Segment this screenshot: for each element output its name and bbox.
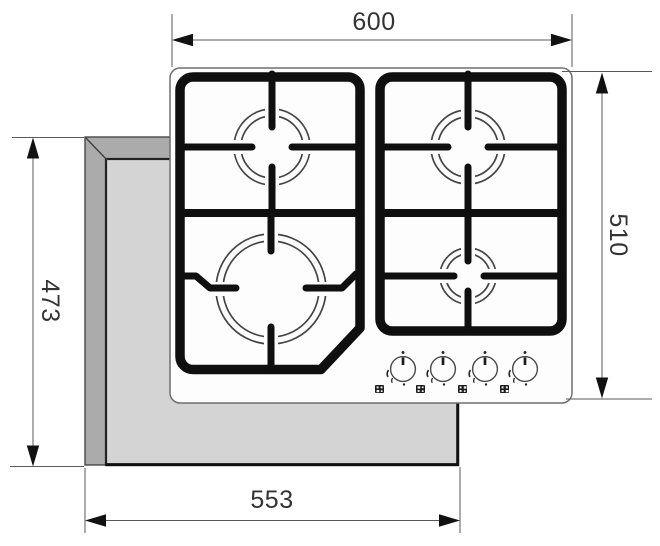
control-knob-1 [375, 351, 417, 393]
knob-flame-mark [391, 377, 394, 384]
arrowhead-up-icon [26, 137, 40, 159]
knob-min-dot [402, 383, 406, 386]
dimension-label-bottom: 553 [250, 486, 293, 514]
dimension-top: 600 [171, 8, 573, 67]
knob-min-dot [484, 383, 488, 386]
arrowhead-down-icon [595, 377, 609, 399]
grate-frame [175, 72, 365, 375]
left-pan-support [175, 70, 365, 375]
knob-off-dot [401, 351, 405, 354]
arrowhead-right-icon [439, 514, 460, 527]
dimension-label-left: 473 [36, 279, 64, 322]
control-knob-4 [500, 351, 539, 393]
dimension-right: 510 [562, 71, 652, 400]
knob-min-dot [442, 383, 446, 386]
control-panel [375, 351, 539, 393]
knob-flame-mark [513, 377, 516, 384]
burner-indicator-icon [500, 385, 509, 393]
knob-off-dot [523, 351, 527, 354]
arrowhead-left-icon [85, 514, 106, 527]
burner-indicator-icon [375, 385, 384, 393]
control-knob-3 [458, 351, 499, 393]
knob-off-dot [483, 351, 487, 354]
grate-frame [375, 72, 567, 336]
knob-flame-mark [426, 369, 430, 378]
hob-panel [169, 67, 573, 404]
knob-flame-mark [431, 377, 434, 384]
knob-flame-mark [508, 369, 512, 378]
knob-min-dot [524, 383, 528, 386]
arrowhead-right-icon [551, 33, 572, 47]
knob-flame-mark [386, 369, 390, 378]
control-knob-2 [416, 351, 457, 393]
knob-flame-mark [468, 369, 472, 378]
right-pan-support [375, 70, 567, 336]
knob-flame-mark [473, 377, 476, 384]
dimension-left: 473 [10, 137, 84, 467]
burner-indicator-icon [458, 385, 467, 393]
dimension-bottom: 553 [84, 467, 461, 533]
knob-off-dot [441, 351, 445, 354]
arrowhead-down-icon [26, 445, 40, 467]
dimension-label-right: 510 [604, 213, 632, 256]
burner-indicator-icon [416, 385, 425, 393]
dimension-label-top: 600 [352, 8, 395, 36]
arrowhead-up-icon [595, 72, 609, 94]
arrowhead-left-icon [172, 33, 193, 47]
cutout-thick-border [106, 400, 460, 467]
cutout-corner-bevel [85, 137, 108, 161]
